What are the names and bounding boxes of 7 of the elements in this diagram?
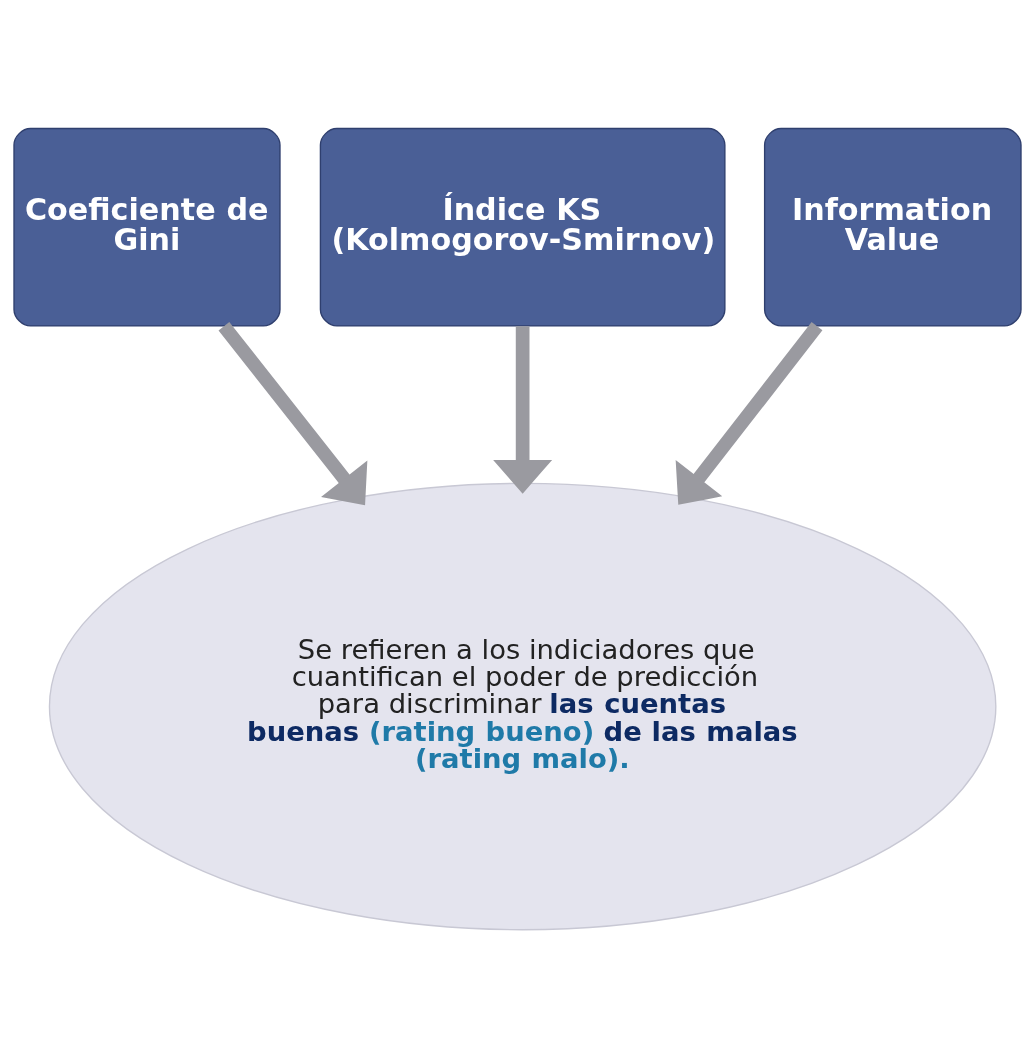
arrow bbox=[493, 325, 553, 494]
node-box: Índice KS (Kolmogorov-Smirnov) bbox=[319, 127, 726, 327]
arrow bbox=[675, 321, 823, 505]
node-ellipse: Se refieren a los indiciadores que cuantifican el poder de predicción para discriminar las cuentas buenas (rating bueno) de las malas (rating malo). bbox=[48, 482, 997, 930]
node-box: Coeficiente de Gini bbox=[13, 127, 281, 327]
arrow bbox=[218, 321, 368, 505]
node-box: Information Value bbox=[763, 127, 1022, 327]
